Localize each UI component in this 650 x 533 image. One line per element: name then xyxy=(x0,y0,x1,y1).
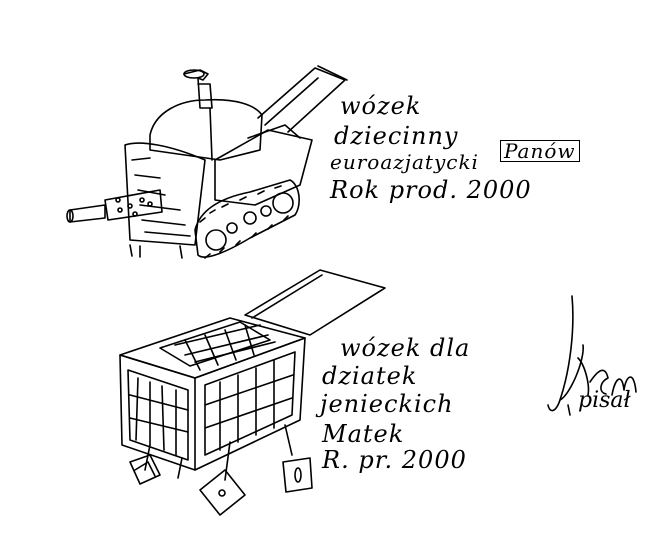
caption-top-line3: euroazjatycki xyxy=(330,150,479,174)
caption-bottom-line5: R. pr. 2000 xyxy=(322,446,467,474)
caption-top-line1: wózek xyxy=(340,92,422,120)
caption-bottom-line4: Matek xyxy=(322,420,405,448)
signature-note: pisał xyxy=(578,388,631,413)
caption-bottom-line2: dziatek xyxy=(322,362,418,390)
caption-top-bracket: Panów xyxy=(500,140,580,162)
caption-top-line2: dziecinny xyxy=(334,122,459,150)
caption-top-line4: Rok prod. 2000 xyxy=(330,176,532,204)
caption-bottom-line3: jenieckich xyxy=(320,390,454,418)
caption-bottom-line1: wózek dla xyxy=(340,334,471,362)
